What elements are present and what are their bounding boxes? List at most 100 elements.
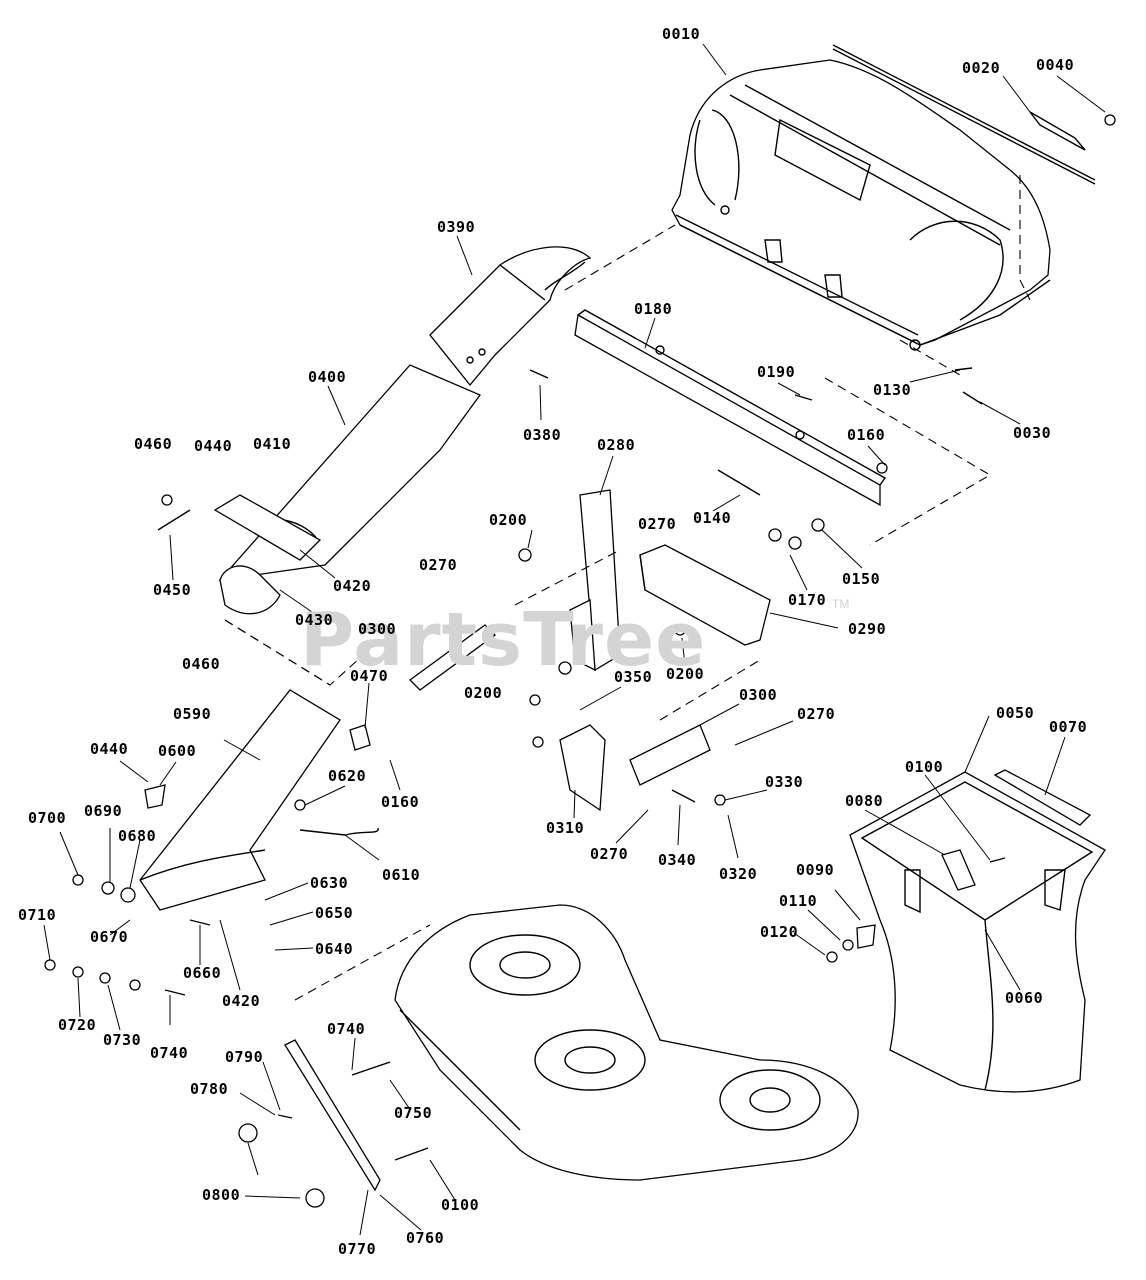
part-label-0110: 0110 — [779, 892, 818, 910]
part-label-0320: 0320 — [719, 865, 758, 883]
part-label-0150: 0150 — [842, 570, 881, 588]
part-label-0200: 0200 — [489, 511, 528, 529]
nut-0200e[interactable] — [532, 736, 544, 748]
washer-0330[interactable] — [714, 794, 726, 806]
rod-0070[interactable] — [993, 769, 1092, 826]
nut-0200a[interactable] — [518, 548, 532, 562]
part-label-0410: 0410 — [253, 435, 292, 453]
part-label-0090: 0090 — [796, 861, 835, 879]
latch-0090[interactable] — [856, 924, 876, 949]
part-label-0270: 0270 — [419, 556, 458, 574]
plate-0300b[interactable] — [629, 724, 711, 786]
bolt-0190[interactable] — [794, 394, 813, 401]
nut-0040[interactable] — [1104, 114, 1116, 126]
bolt-0380[interactable] — [529, 369, 549, 379]
plate-0300a[interactable] — [409, 624, 496, 691]
part-label-0620: 0620 — [328, 767, 367, 785]
part-label-0340: 0340 — [658, 851, 697, 869]
part-label-0190: 0190 — [757, 363, 796, 381]
bolt-0160[interactable] — [876, 462, 888, 474]
spacer-0780[interactable] — [277, 1114, 293, 1119]
part-label-0120: 0120 — [760, 923, 799, 941]
washer-0670[interactable] — [129, 979, 141, 991]
nut-0800[interactable] — [238, 1123, 258, 1143]
clip-0600[interactable] — [144, 784, 166, 809]
spacer-0340[interactable] — [671, 789, 696, 803]
part-label-0790: 0790 — [225, 1048, 264, 1066]
washer-0110[interactable] — [842, 939, 854, 951]
bar-0180[interactable] — [574, 309, 887, 507]
clip-0130[interactable] — [954, 367, 973, 371]
part-label-0300: 0300 — [739, 686, 778, 704]
bar-0760[interactable] — [284, 1039, 381, 1192]
part-label-0780: 0780 — [190, 1080, 229, 1098]
bolt-0030[interactable] — [962, 391, 983, 405]
latch-0470[interactable] — [349, 724, 371, 751]
part-label-0730: 0730 — [103, 1031, 142, 1049]
part-label-0270: 0270 — [797, 705, 836, 723]
part-label-0420: 0420 — [222, 992, 261, 1010]
part-label-0450: 0450 — [153, 581, 192, 599]
chute-top-0390[interactable] — [429, 246, 592, 387]
part-label-0400: 0400 — [308, 368, 347, 386]
washer-0680[interactable] — [120, 887, 136, 903]
part-label-0590: 0590 — [173, 705, 212, 723]
bushing-0620[interactable] — [294, 799, 306, 811]
nut-0700[interactable] — [72, 874, 84, 886]
bag-0050[interactable] — [849, 771, 1106, 1093]
part-label-0180: 0180 — [634, 300, 673, 318]
part-label-0300: 0300 — [358, 620, 397, 638]
nut-0460[interactable] — [161, 494, 173, 506]
bolt-0750[interactable] — [351, 1061, 391, 1076]
part-label-0060: 0060 — [1005, 989, 1044, 1007]
bracket-0280[interactable] — [569, 489, 621, 672]
part-label-0650: 0650 — [315, 904, 354, 922]
arm-0590[interactable] — [139, 689, 341, 911]
part-label-0760: 0760 — [406, 1229, 445, 1247]
part-label-0130: 0130 — [873, 381, 912, 399]
nut-0200b[interactable] — [558, 661, 572, 675]
part-label-0200: 0200 — [666, 665, 705, 683]
part-label-0610: 0610 — [382, 866, 421, 884]
rod-0020[interactable] — [832, 44, 1096, 185]
part-label-0160: 0160 — [381, 793, 420, 811]
bracket-0310[interactable] — [559, 724, 606, 812]
pin-0140[interactable] — [717, 469, 761, 496]
part-label-0440: 0440 — [194, 437, 233, 455]
bolt-0100[interactable] — [394, 1147, 429, 1161]
nut-0710[interactable] — [44, 959, 56, 971]
bolt-0660[interactable] — [189, 919, 211, 926]
part-label-0170: 0170 — [788, 591, 827, 609]
plate-0290[interactable] — [639, 544, 771, 646]
washer-0720[interactable] — [72, 966, 84, 978]
part-label-0330: 0330 — [765, 773, 804, 791]
bracket-0080[interactable] — [941, 849, 976, 891]
part-label-0690: 0690 — [84, 802, 123, 820]
part-label-0460: 0460 — [134, 435, 173, 453]
spacer-0150[interactable] — [811, 518, 825, 532]
nut-0200c[interactable] — [674, 624, 686, 636]
part-label-0770: 0770 — [338, 1240, 377, 1258]
part-label-0740: 0740 — [327, 1020, 366, 1038]
nut-0770[interactable] — [305, 1188, 325, 1208]
bolt-0100a[interactable] — [989, 857, 1006, 863]
bolt-0740[interactable] — [164, 989, 186, 996]
part-label-0670: 0670 — [90, 928, 129, 946]
part-label-0050: 0050 — [996, 704, 1035, 722]
part-label-0710: 0710 — [18, 906, 57, 924]
nut-0200d[interactable] — [529, 694, 541, 706]
part-label-0660: 0660 — [183, 964, 222, 982]
nut-0170a[interactable] — [768, 528, 782, 542]
chute-end-0410[interactable] — [213, 494, 322, 561]
spring-0610[interactable] — [299, 827, 379, 836]
part-label-0720: 0720 — [58, 1016, 97, 1034]
washer-0730[interactable] — [99, 972, 111, 984]
nut-0170b[interactable] — [788, 536, 802, 550]
hood-0010[interactable] — [671, 59, 1051, 351]
part-label-0700: 0700 — [28, 809, 67, 827]
pin-0450[interactable] — [157, 509, 191, 531]
nut-0120[interactable] — [826, 951, 838, 963]
washer-0690[interactable] — [101, 881, 115, 895]
part-label-0100: 0100 — [441, 1196, 480, 1214]
